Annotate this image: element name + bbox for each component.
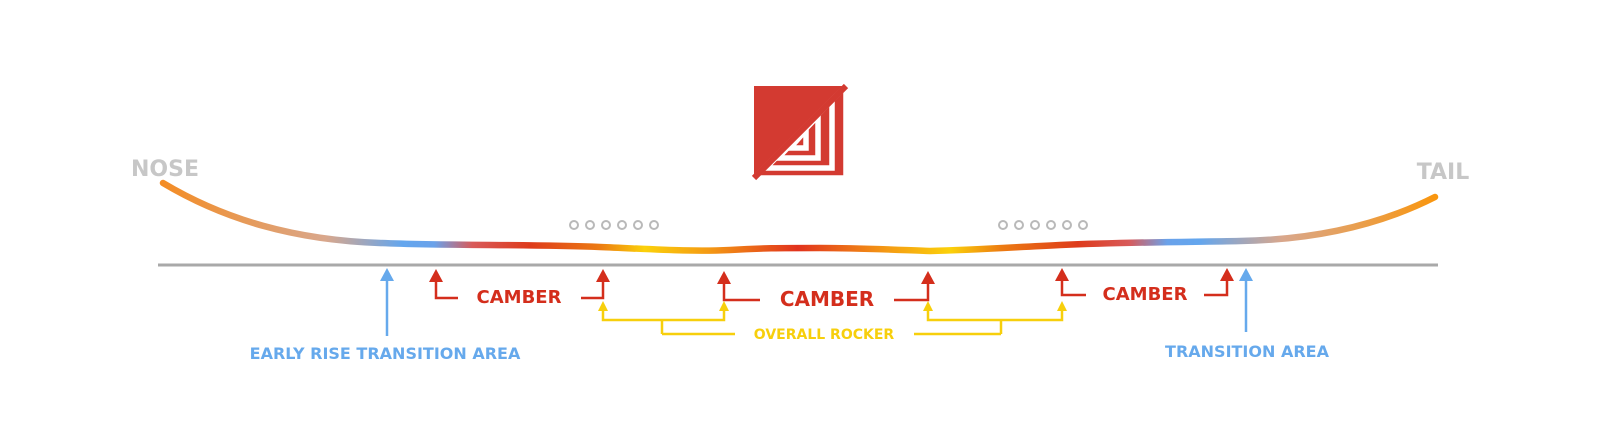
early-rise-transition-label: EARLY RISE TRANSITION AREA — [250, 344, 521, 363]
camber-bracket-left — [434, 281, 605, 300]
camber-label-center: CAMBER — [780, 287, 874, 311]
overall-rocker-bracket — [601, 310, 1064, 336]
early-rise-arrow — [380, 268, 394, 336]
overall-rocker-arrows — [598, 301, 1067, 311]
nose-label: NOSE — [131, 157, 199, 182]
camber-label-left: CAMBER — [477, 287, 562, 308]
board-profile-line — [159, 179, 1439, 255]
transition-area-label: TRANSITION AREA — [1165, 342, 1330, 361]
left-insert-dots-icon — [569, 220, 659, 230]
camber-arrows-left — [429, 269, 610, 282]
brand-logo — [747, 79, 849, 181]
transition-arrow — [1239, 268, 1253, 332]
overall-rocker-label: OVERALL ROCKER — [754, 327, 895, 343]
camber-bracket-right — [1060, 280, 1229, 297]
camber-arrows-center — [717, 271, 935, 284]
right-insert-dots-icon — [998, 220, 1088, 230]
tail-label: TAIL — [1417, 160, 1470, 185]
camber-bracket-center — [722, 283, 930, 302]
camber-arrows-right — [1055, 268, 1234, 281]
camber-label-right: CAMBER — [1103, 284, 1188, 305]
